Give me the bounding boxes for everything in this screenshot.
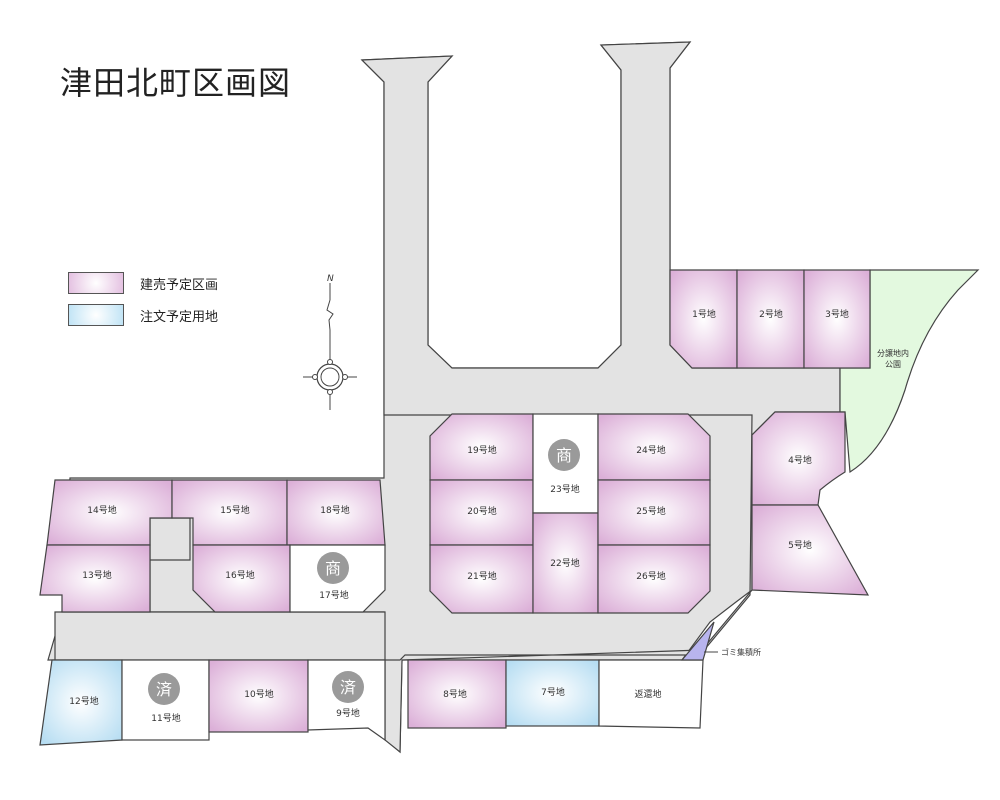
lot-11-label: 11号地 <box>151 712 180 724</box>
lot-henkan[interactable] <box>598 659 704 729</box>
legend-swatch-pink <box>68 272 124 294</box>
lot-22-label: 22号地 <box>550 557 579 569</box>
lot-21[interactable] <box>429 544 534 614</box>
lot-3-label: 3号地 <box>825 308 849 320</box>
lot-7[interactable] <box>505 659 600 727</box>
lot-10[interactable] <box>208 659 309 733</box>
badge-commercial-23 <box>548 439 580 471</box>
lot-8-label: 8号地 <box>443 688 467 700</box>
badge-sold-11 <box>148 673 180 705</box>
lot-19-label: 19号地 <box>467 444 496 456</box>
lot-25[interactable] <box>597 479 711 546</box>
gomi-area <box>680 621 715 661</box>
gomi-label: ゴミ集積所 <box>721 647 761 657</box>
lot-13[interactable] <box>39 544 151 613</box>
park-area <box>839 269 980 474</box>
lot-25-label: 25号地 <box>636 505 665 517</box>
badge-sold-9-text: 済 <box>340 678 356 697</box>
lot-16[interactable] <box>192 544 291 613</box>
park-label-line1: 分譲地内 <box>877 348 909 358</box>
lot-10-label: 10号地 <box>244 688 273 700</box>
lot-23-label: 23号地 <box>550 483 579 495</box>
badge-sold-9 <box>332 671 364 703</box>
lot-5[interactable] <box>751 504 870 596</box>
compass-icon <box>303 283 357 410</box>
lot-21-label: 21号地 <box>467 570 496 582</box>
lot-26[interactable] <box>597 544 711 614</box>
park-label-line2: 公園 <box>885 360 901 369</box>
lot-henkan-label: 返還地 <box>634 688 661 700</box>
lot-3[interactable] <box>803 269 871 369</box>
legend-swatch-blue <box>68 304 124 326</box>
compass-north-label: N <box>327 274 334 284</box>
lot-17-label: 17号地 <box>319 589 348 601</box>
lot-12-label: 12号地 <box>69 695 98 707</box>
badge-commercial-23-text: 商 <box>556 446 572 465</box>
lot-4-label: 4号地 <box>788 454 812 466</box>
lot-22[interactable] <box>532 512 599 614</box>
lot-24-label: 24号地 <box>636 444 665 456</box>
map-title: 津田北町区画図 <box>60 64 292 102</box>
lot-20-label: 20号地 <box>467 505 496 517</box>
lot-24[interactable] <box>597 413 711 481</box>
lot-14-label: 14号地 <box>87 504 116 516</box>
legend-label-chumon: 注文予定用地 <box>140 310 219 325</box>
lot-16-label: 16号地 <box>225 569 254 581</box>
badge-commercial-17 <box>317 552 349 584</box>
badge-sold-11-text: 済 <box>156 680 172 699</box>
lot-1-label: 1号地 <box>692 308 716 320</box>
lot-26-label: 26号地 <box>636 570 665 582</box>
legend-label-tateuri: 建売予定区画 <box>140 278 219 293</box>
lot-15-label: 15号地 <box>220 504 249 516</box>
lot-18-label: 18号地 <box>320 504 349 516</box>
lot-7-label: 7号地 <box>541 686 565 698</box>
lot-5-label: 5号地 <box>788 539 812 551</box>
lot-2-label: 2号地 <box>759 308 783 320</box>
lot-9-label: 9号地 <box>336 707 360 719</box>
lot-13-label: 13号地 <box>82 569 111 581</box>
lot-1[interactable] <box>669 269 738 369</box>
badge-commercial-17-text: 商 <box>325 559 341 578</box>
